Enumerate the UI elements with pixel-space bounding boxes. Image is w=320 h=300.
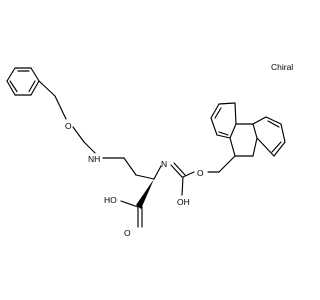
carbamate-nitrogen-label: N bbox=[161, 159, 167, 169]
butanoic-backbone bbox=[102, 157, 155, 228]
ether-oxygen-label: O bbox=[65, 121, 72, 131]
benzyl-phenyl-ring bbox=[6, 67, 40, 96]
acid-carbonyl-oxygen-label: O bbox=[124, 228, 131, 238]
stereo-wedge-bond bbox=[136, 179, 154, 209]
chemical-structure: O NH HO O N OH O bbox=[6, 62, 293, 238]
chiral-label: Chiral bbox=[271, 62, 293, 72]
amine-label: NH bbox=[88, 154, 100, 164]
carbamate-hydroxyl-label: OH bbox=[177, 197, 190, 207]
acid-hydroxyl-label: HO bbox=[104, 195, 117, 205]
carbamate-group bbox=[153, 155, 236, 196]
fluorene-five-membered-ring bbox=[229, 123, 258, 157]
carbamate-ester-oxygen-label: O bbox=[197, 168, 204, 178]
benzyloxymethyl-chain bbox=[38, 80, 96, 154]
fluorene-left-benzene-ring bbox=[210, 102, 237, 139]
fluorene-right-benzene-ring bbox=[252, 116, 286, 157]
molecule-canvas: O NH HO O N OH O bbox=[6, 62, 294, 238]
